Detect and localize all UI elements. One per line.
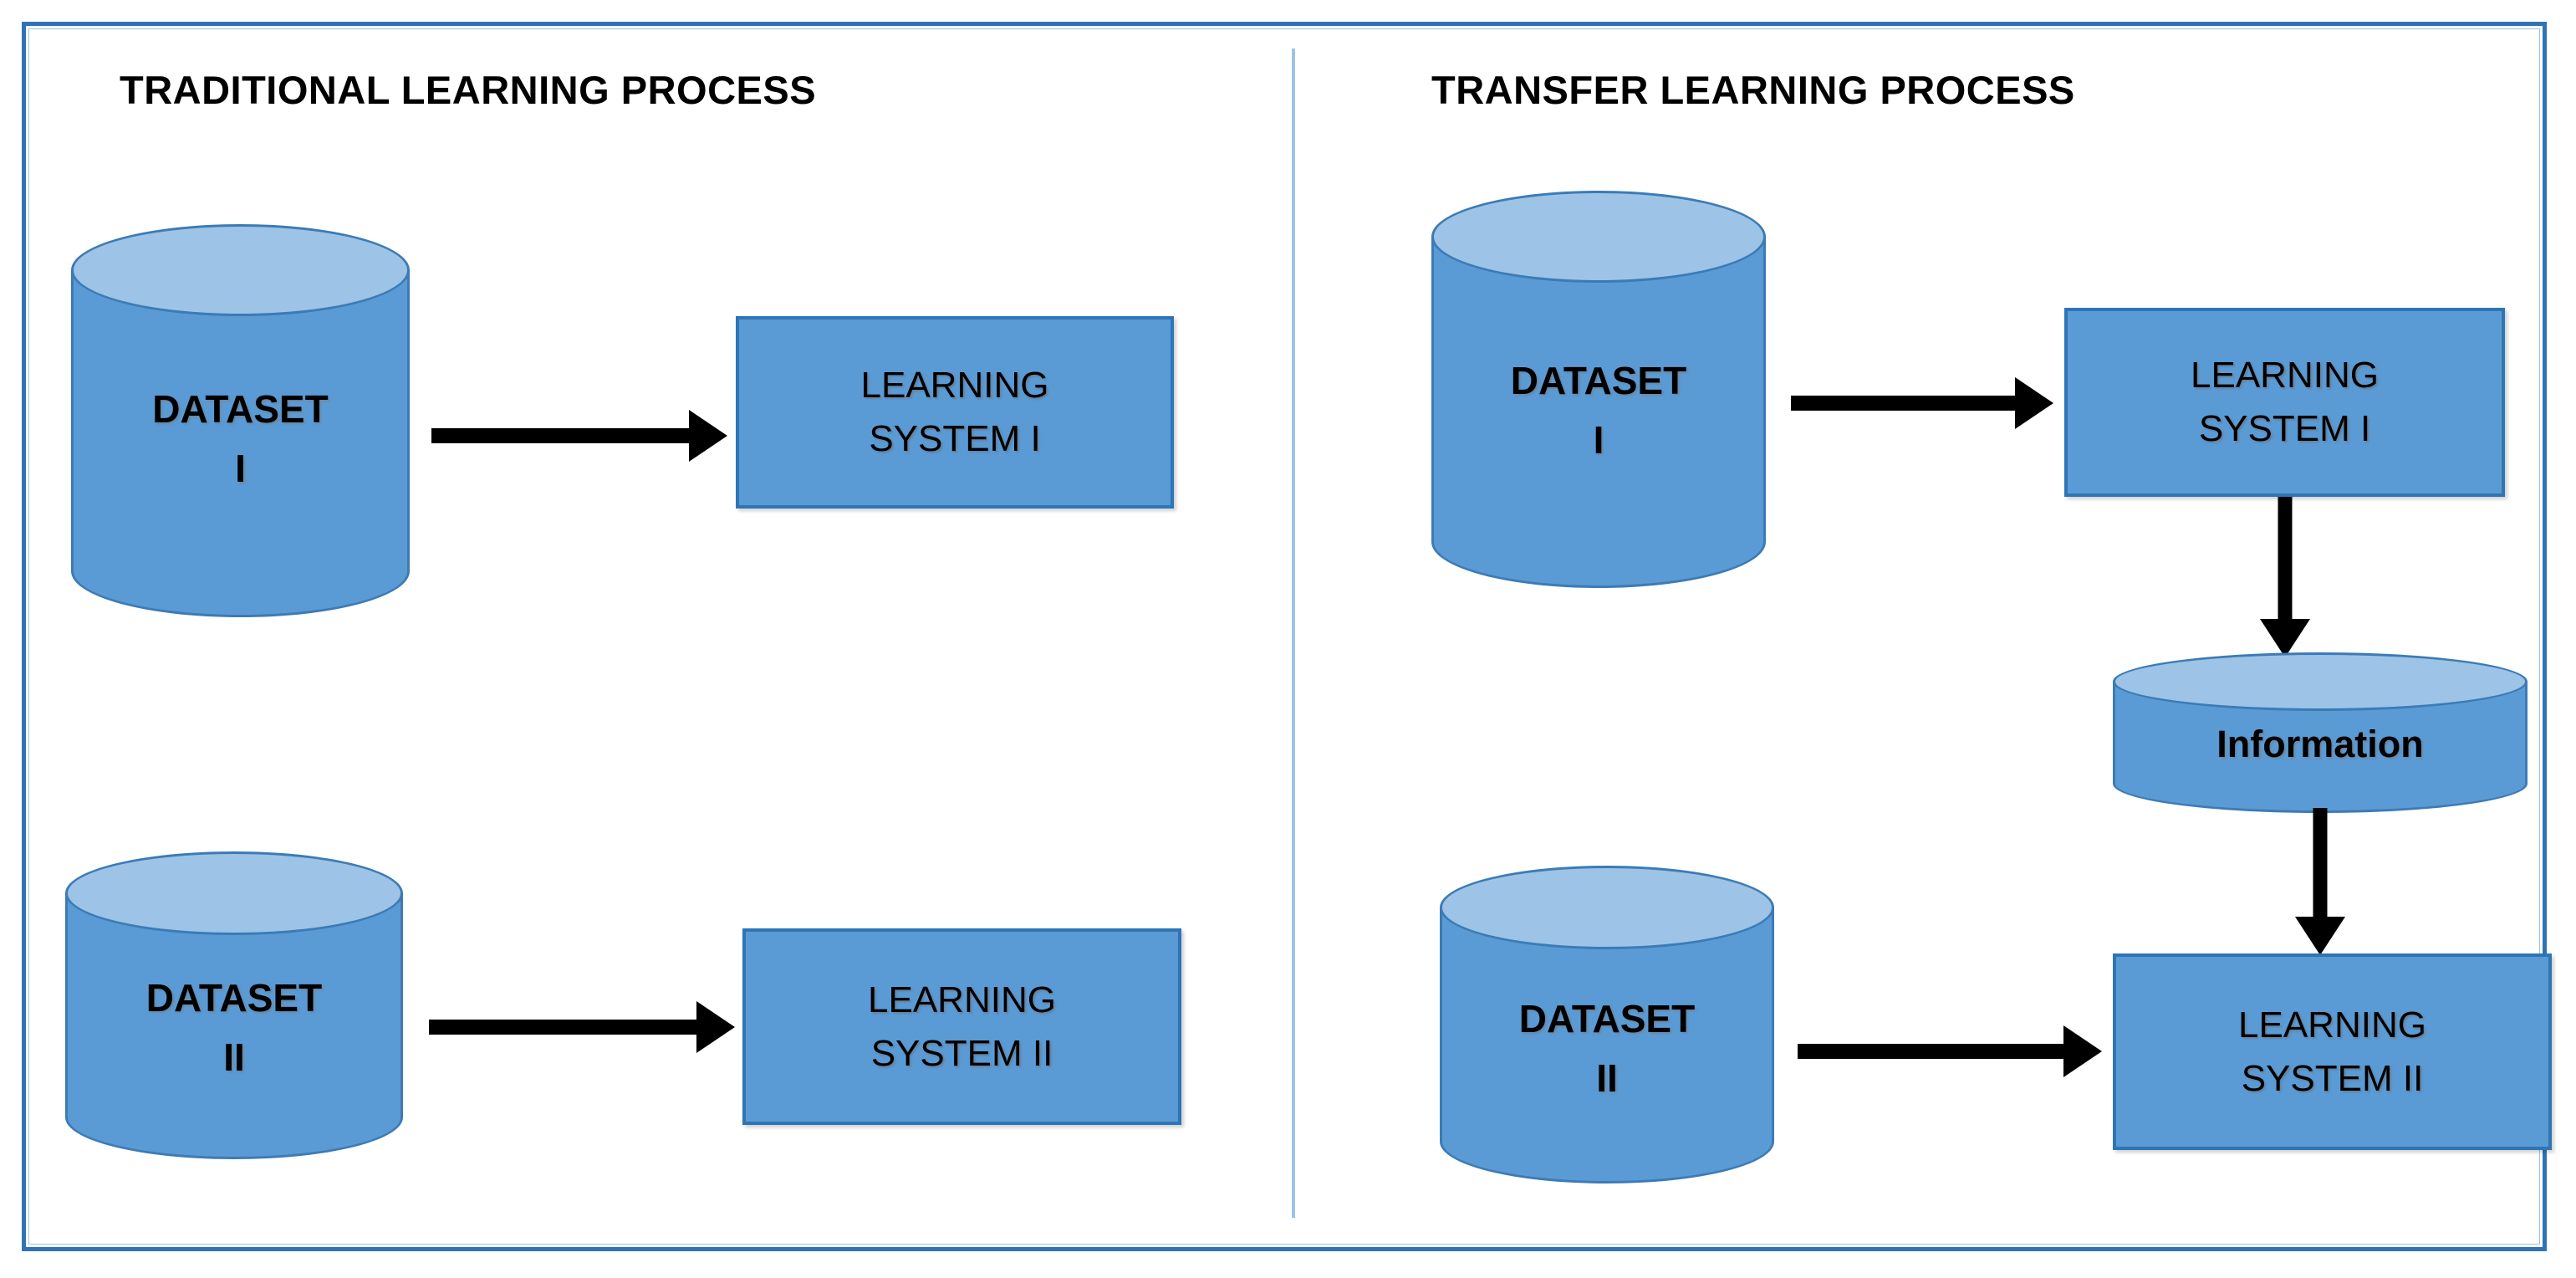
arrow-head	[2260, 619, 2310, 657]
panel-divider	[1292, 49, 1295, 1218]
box-label-line2: SYSTEM II	[2241, 1057, 2424, 1099]
cylinder-label-line1: DATASET	[145, 976, 323, 1020]
cylinder-top	[2113, 652, 2528, 711]
box-label-line1: LEARNING	[860, 365, 1049, 406]
outer-frame	[22, 22, 2547, 1251]
cylinder-label-line1: DATASET	[1518, 997, 1696, 1040]
box-learning-system-ii-traditional: LEARNING SYSTEM II	[742, 928, 1181, 1125]
box-learning-system-i-traditional: LEARNING SYSTEM I	[736, 316, 1174, 509]
box-label-line1: LEARNING	[2191, 355, 2379, 396]
cylinder-top	[71, 224, 410, 316]
panel-title-traditional: TRADITIONAL LEARNING PROCESS	[120, 68, 817, 112]
cylinder-top	[65, 851, 403, 935]
cylinder-label-line2: II	[1596, 1056, 1618, 1101]
cylinder-label-line1: DATASET	[1510, 359, 1687, 402]
box-label-line1: LEARNING	[2238, 1004, 2426, 1045]
arrow-head	[2063, 1025, 2102, 1077]
cylinder-label-line1: DATASET	[152, 387, 329, 431]
cylinder-top	[1440, 866, 1774, 949]
arrow-head	[2295, 917, 2345, 955]
box-label-line1: LEARNING	[868, 979, 1056, 1020]
cylinder-label: DATASET II	[65, 969, 403, 1088]
box-learning-system-ii-transfer: LEARNING SYSTEM II	[2113, 953, 2552, 1150]
arrow-head	[696, 1001, 735, 1053]
cylinder-label-line2: II	[223, 1035, 245, 1080]
cylinder-label: DATASET I	[1431, 351, 1766, 471]
cylinder-label: DATASET II	[1440, 989, 1774, 1109]
cylinder-label: DATASET I	[71, 380, 410, 499]
box-label-line2: SYSTEM II	[870, 1032, 1053, 1074]
arrow-head	[689, 410, 727, 462]
cylinder-dataset-ii-traditional: DATASET II	[65, 851, 403, 1159]
arrow-shaft	[2278, 497, 2293, 621]
cylinder-label: Information	[2113, 715, 2528, 774]
cylinder-dataset-i-transfer: DATASET I	[1431, 191, 1766, 588]
panel-title-transfer: TRANSFER LEARNING PROCESS	[1431, 68, 2075, 112]
box-label-line2: SYSTEM I	[869, 418, 1041, 459]
cylinder-dataset-ii-transfer: DATASET II	[1440, 866, 1774, 1183]
arrow-shaft	[1791, 396, 2015, 411]
box-learning-system-i-transfer: LEARNING SYSTEM I	[2064, 308, 2505, 497]
arrow-shaft	[2313, 808, 2328, 918]
cylinder-label-line2: I	[235, 447, 246, 491]
arrow-shaft	[431, 428, 689, 443]
box-label-line2: SYSTEM I	[2198, 408, 2371, 449]
arrow-shaft	[1798, 1044, 2063, 1059]
arrow-head	[2015, 377, 2053, 429]
cylinder-label-line2: I	[1593, 418, 1604, 463]
cylinder-label-line1: Information	[2216, 723, 2424, 765]
arrow-shaft	[429, 1020, 696, 1035]
cylinder-information: Information	[2113, 652, 2528, 813]
cylinder-body	[71, 270, 410, 571]
cylinder-body	[1431, 237, 1766, 542]
cylinder-dataset-i-traditional: DATASET I	[71, 224, 410, 617]
cylinder-top	[1431, 191, 1766, 283]
